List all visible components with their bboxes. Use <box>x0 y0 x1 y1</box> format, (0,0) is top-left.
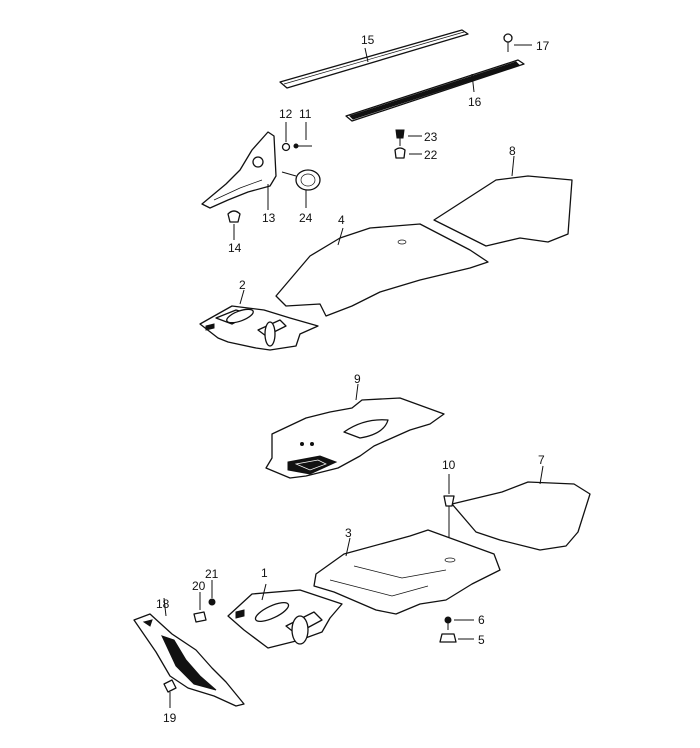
part-22-cap <box>394 147 422 159</box>
callout-9: 9 <box>354 372 361 386</box>
callout-15: 15 <box>361 33 375 47</box>
part-19-clip <box>163 679 177 708</box>
part-24-grommet <box>281 169 321 208</box>
part-13-side-panel <box>201 131 277 210</box>
callout-10: 10 <box>442 458 456 472</box>
callout-8: 8 <box>509 144 516 158</box>
part-16-sill-strip <box>345 59 525 122</box>
callout-3: 3 <box>345 526 352 540</box>
callout-17: 17 <box>536 39 550 53</box>
callout-2: 2 <box>239 278 246 292</box>
part-7-rear-mat <box>451 465 591 551</box>
callout-20: 20 <box>192 579 206 593</box>
callout-22: 22 <box>424 148 438 162</box>
callout-13: 13 <box>262 211 276 225</box>
part-21-screw <box>208 580 216 606</box>
part-4-floor-mat <box>275 223 489 317</box>
callout-23: 23 <box>424 130 438 144</box>
callout-5: 5 <box>478 633 485 647</box>
callout-18: 18 <box>156 597 170 611</box>
part-2-footrest-plate <box>199 289 319 351</box>
part-11-screw <box>293 122 312 149</box>
callout-24: 24 <box>299 211 313 225</box>
part-8-rear-mat <box>433 155 573 247</box>
part-18-trim-panel <box>133 597 245 707</box>
callout-11: 11 <box>299 107 312 121</box>
part-17-screw <box>503 33 532 52</box>
part-20-nut <box>193 592 207 623</box>
part-3-floor-mat <box>313 529 501 615</box>
callout-7: 7 <box>538 453 545 467</box>
callout-14: 14 <box>228 241 242 255</box>
callout-1: 1 <box>261 566 268 580</box>
part-1-footrest-plate <box>227 583 343 649</box>
callout-21: 21 <box>205 567 219 581</box>
part-6-screw <box>444 616 474 630</box>
callout-12: 12 <box>279 107 293 121</box>
callout-4: 4 <box>338 213 345 227</box>
part-12-washer <box>281 122 291 152</box>
part-14-clip <box>227 210 241 240</box>
part-23-clip <box>395 129 422 146</box>
part-9-tunnel-mat <box>265 383 445 479</box>
callout-19: 19 <box>163 711 177 725</box>
callout-6: 6 <box>478 613 485 627</box>
part-5-nut <box>439 633 474 643</box>
part-15-sill-strip <box>279 29 469 89</box>
callout-16: 16 <box>468 95 482 109</box>
